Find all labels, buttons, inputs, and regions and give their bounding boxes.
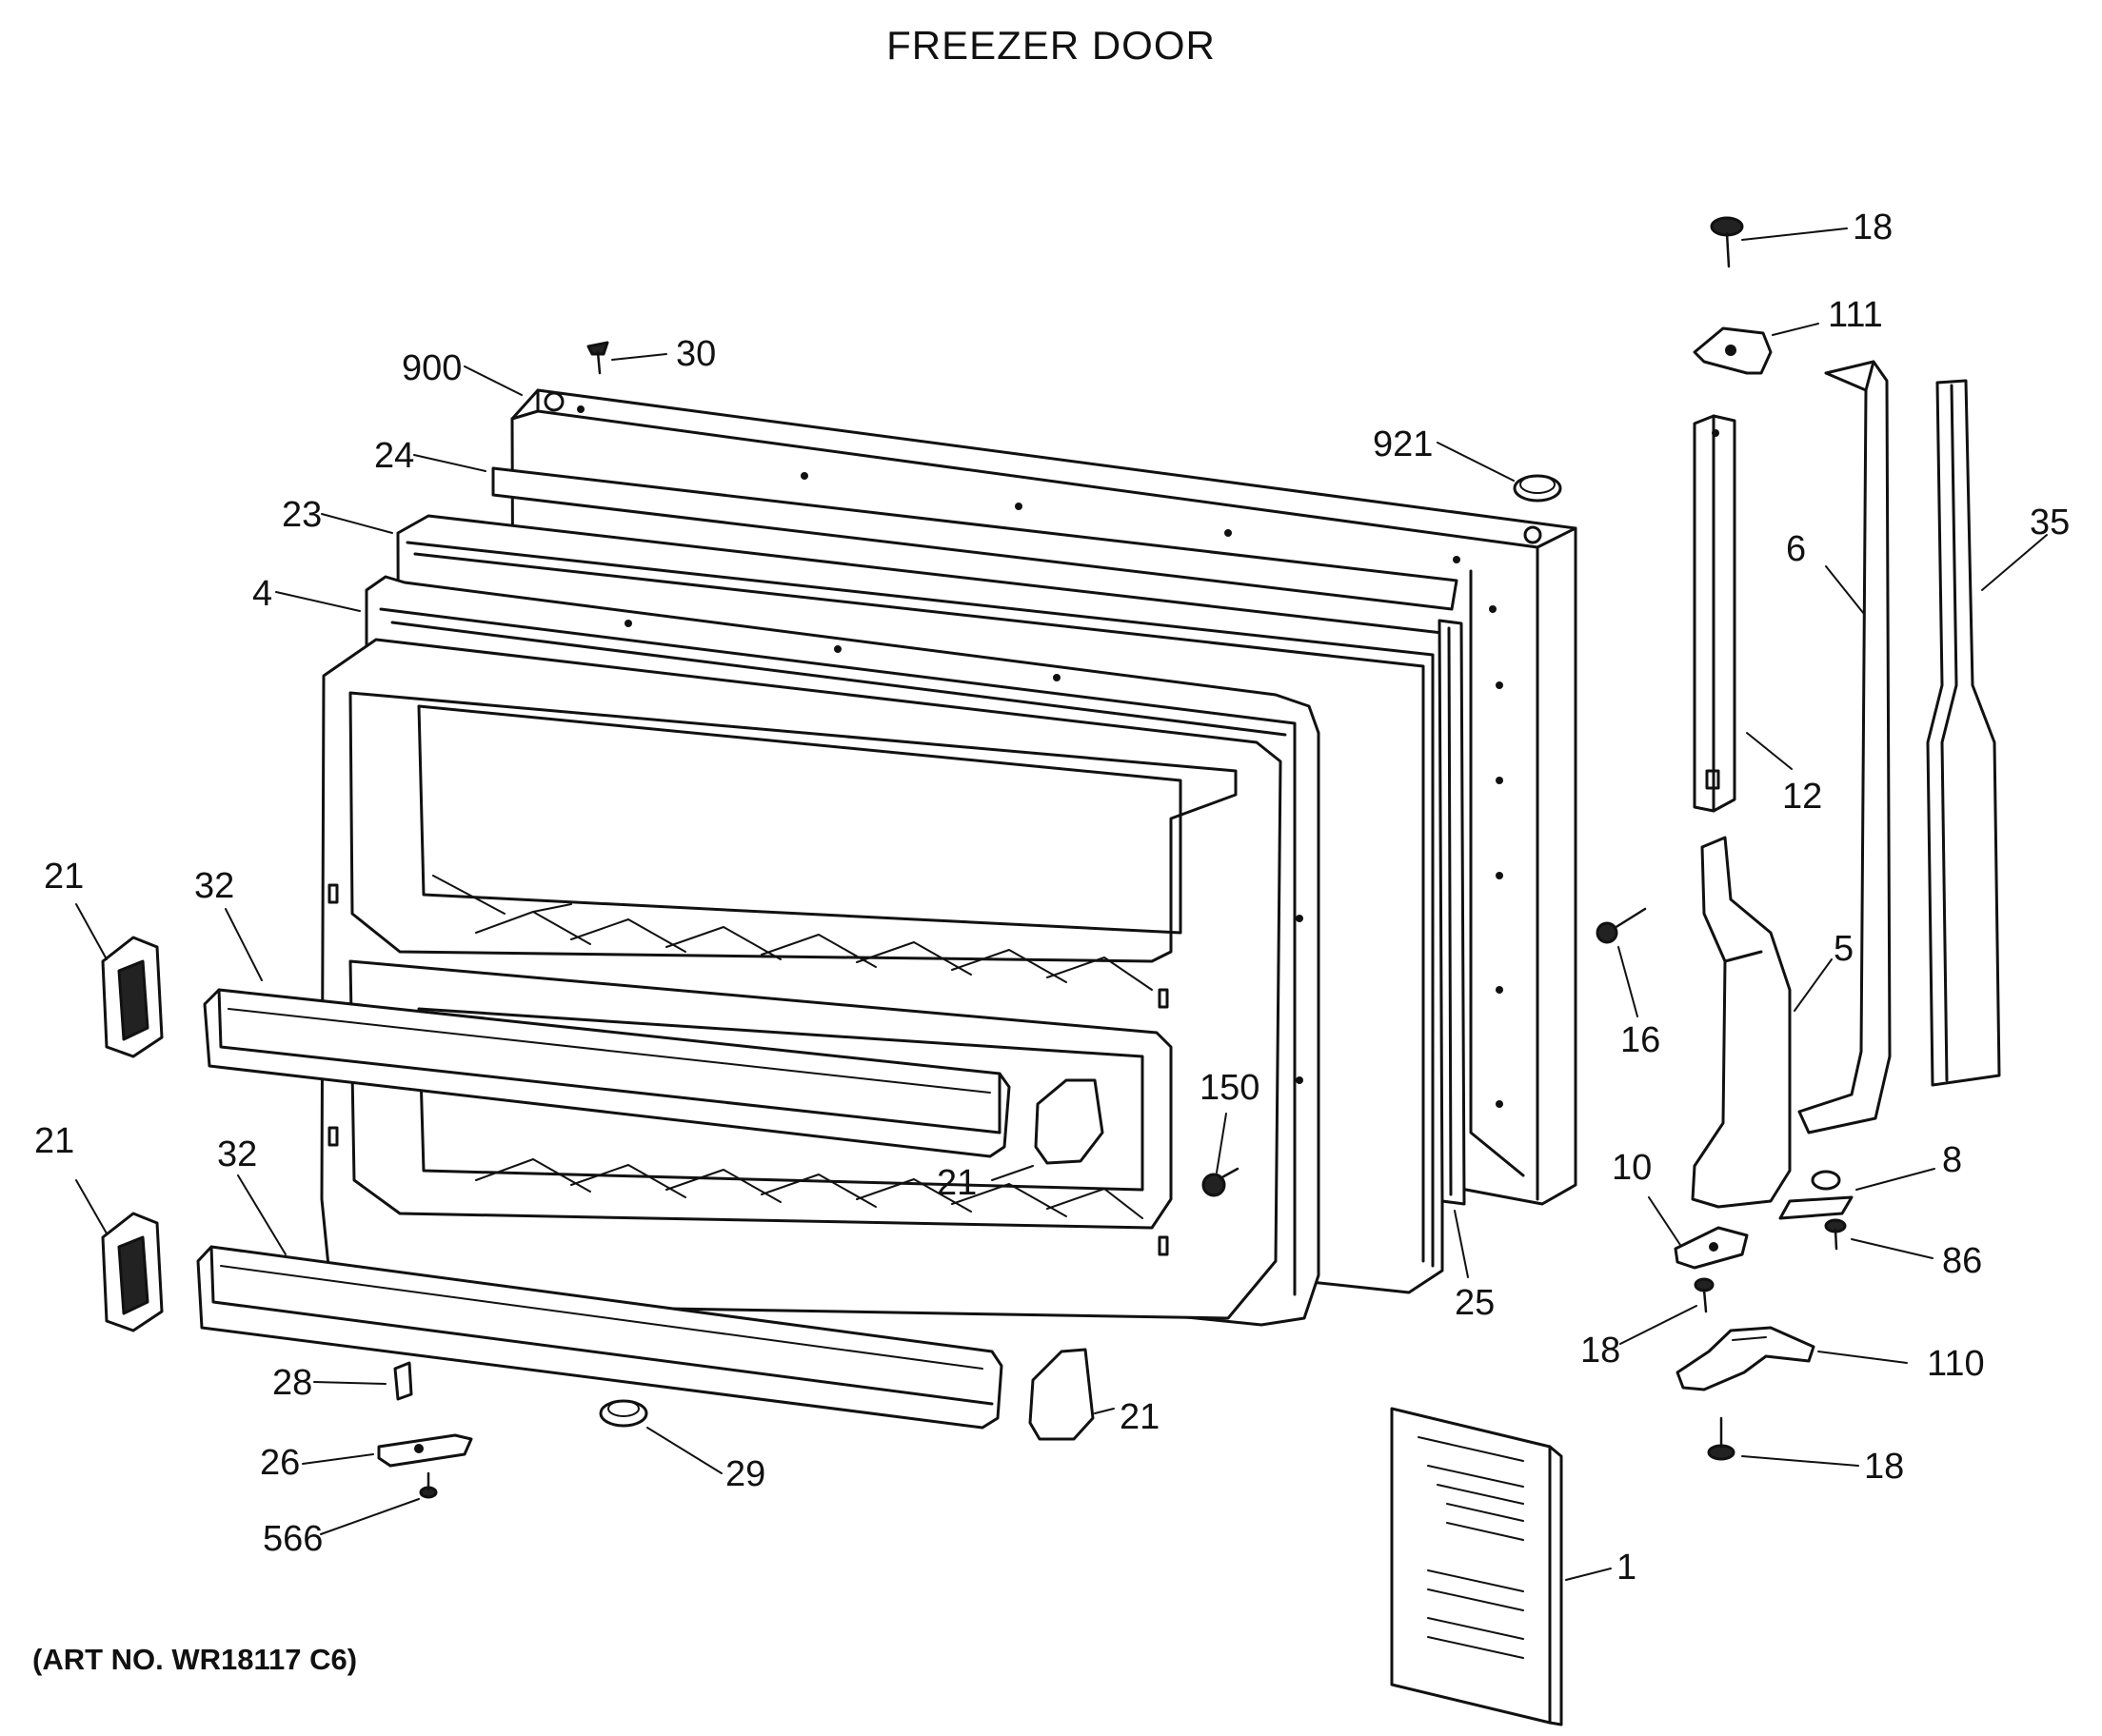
shelf-end-cap-right-lower <box>1028 1348 1095 1441</box>
screw-18-bottom <box>1707 1416 1735 1461</box>
breaker-strip <box>491 466 1458 611</box>
handle-cover-35 <box>1926 379 2001 1087</box>
callout-21-left-upper: 21 <box>44 857 85 897</box>
screw-566 <box>419 1471 438 1499</box>
shelf-end-cap-left-lower <box>101 1212 164 1332</box>
callout-900: 900 <box>402 348 463 388</box>
callout-8: 8 <box>1942 1140 1963 1180</box>
callout-32-lower: 32 <box>217 1134 258 1174</box>
callout-21-right-lower: 21 <box>1120 1397 1160 1437</box>
callout-150: 150 <box>1200 1068 1260 1108</box>
callout-1: 1 <box>1616 1548 1637 1588</box>
screw-30 <box>586 341 609 375</box>
shelf-bar-upper <box>203 988 1011 1158</box>
callout-21-right-upper: 21 <box>937 1163 978 1203</box>
callout-5: 5 <box>1834 929 1854 969</box>
handle-5 <box>1691 836 1792 1209</box>
art-number: (ART NO. WR18117 C6) <box>32 1643 358 1676</box>
hinge-110 <box>1676 1326 1815 1391</box>
callout-25: 25 <box>1455 1283 1496 1323</box>
callout-566: 566 <box>263 1519 324 1559</box>
callout-110: 110 <box>1927 1344 1985 1384</box>
screw-18-top <box>1710 216 1744 268</box>
callout-24: 24 <box>374 436 415 476</box>
screw-86 <box>1824 1218 1847 1251</box>
diagram-title: FREEZER DOOR <box>886 23 1216 68</box>
screw-28 <box>393 1361 413 1401</box>
callout-32-upper: 32 <box>194 866 235 906</box>
seal-strip <box>1438 619 1466 1206</box>
callout-921: 921 <box>1373 424 1434 464</box>
callout-4: 4 <box>252 574 273 614</box>
callout-10: 10 <box>1612 1148 1653 1188</box>
hinge-111 <box>1693 326 1773 375</box>
callout-21-left-lower: 21 <box>34 1121 75 1161</box>
handle-trim-6 <box>1797 360 1892 1134</box>
callout-16: 16 <box>1620 1020 1661 1060</box>
callout-18-bottom: 18 <box>1864 1447 1905 1487</box>
callout-6: 6 <box>1786 529 1807 569</box>
leader-lines <box>75 227 2048 1581</box>
callout-111: 111 <box>1828 295 1883 335</box>
shelf-bar-lower <box>196 1245 1003 1430</box>
plug-29 <box>599 1399 648 1428</box>
door-liner-body <box>320 638 1282 1320</box>
callout-23: 23 <box>282 495 323 535</box>
hinge-pin-150 <box>1201 1167 1239 1197</box>
plug-921 <box>1513 474 1562 503</box>
owners-manual <box>1390 1407 1563 1726</box>
washer-8 <box>1778 1170 1854 1220</box>
callout-35: 35 <box>2030 503 2071 542</box>
callout-26: 26 <box>260 1443 301 1483</box>
callout-12: 12 <box>1782 777 1823 817</box>
callout-86: 86 <box>1942 1241 1983 1281</box>
callout-29: 29 <box>725 1454 766 1494</box>
screw-18-mid <box>1694 1277 1715 1313</box>
callout-28: 28 <box>272 1363 313 1403</box>
bracket-26 <box>377 1433 473 1468</box>
shelf-end-cap-right-upper <box>1034 1078 1104 1165</box>
callout-18-mid: 18 <box>1580 1331 1621 1371</box>
callout-30: 30 <box>676 334 717 374</box>
screw-16 <box>1596 907 1647 944</box>
callout-18-top: 18 <box>1853 207 1894 247</box>
shelf-end-cap-left-upper <box>101 936 164 1058</box>
hinge-bar-12 <box>1693 414 1736 813</box>
bracket-10 <box>1674 1226 1749 1270</box>
